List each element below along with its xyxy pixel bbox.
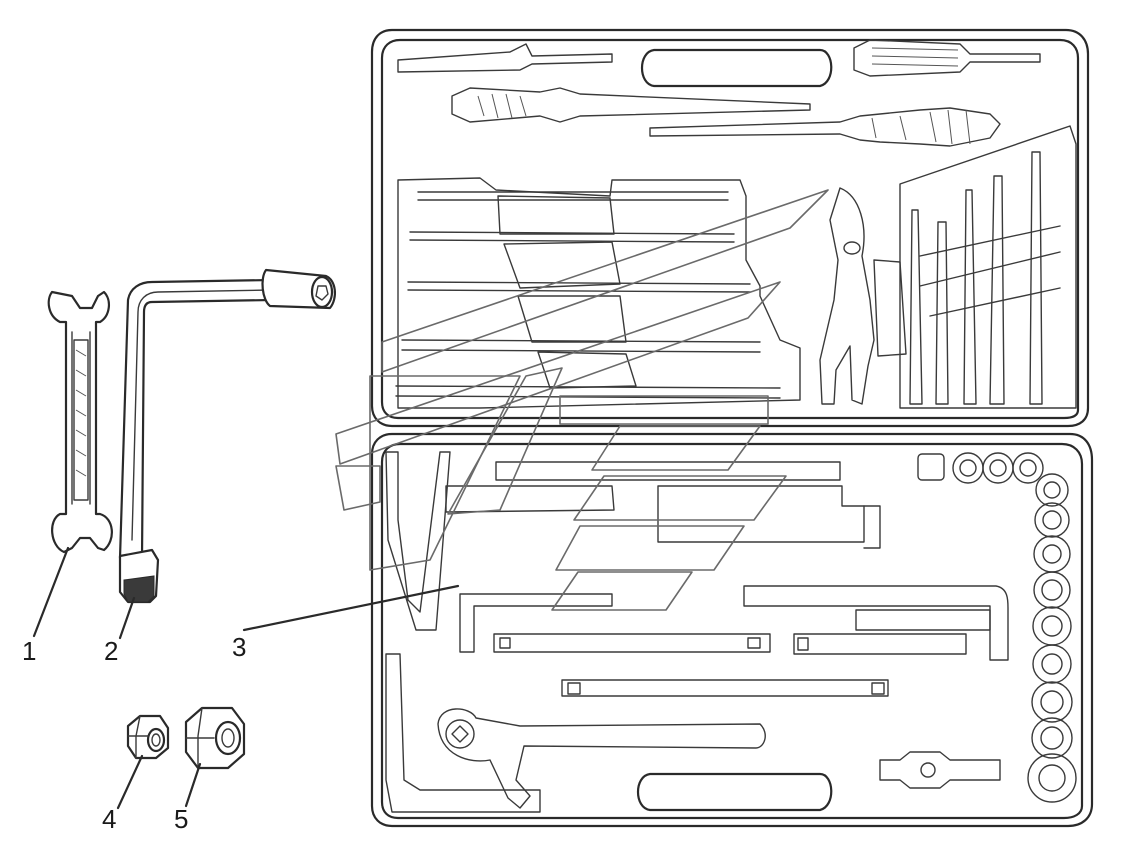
callout-label-3: 3 — [232, 632, 246, 662]
callout-label-4: 4 — [102, 804, 116, 834]
leader-lines — [32, 546, 460, 810]
callout-label-5: 5 — [174, 804, 188, 834]
tool-case — [335, 28, 1094, 828]
callout-label-1: 1 — [22, 636, 36, 666]
small-nut — [126, 714, 170, 760]
embossed-logo — [335, 189, 829, 611]
case-base — [370, 432, 1094, 828]
l-box-wrench — [118, 268, 336, 604]
open-end-wrench — [47, 290, 113, 554]
socket-set — [917, 452, 1077, 803]
callout-label-2: 2 — [104, 636, 118, 666]
large-nut — [184, 706, 246, 770]
case-lid — [370, 28, 1090, 428]
